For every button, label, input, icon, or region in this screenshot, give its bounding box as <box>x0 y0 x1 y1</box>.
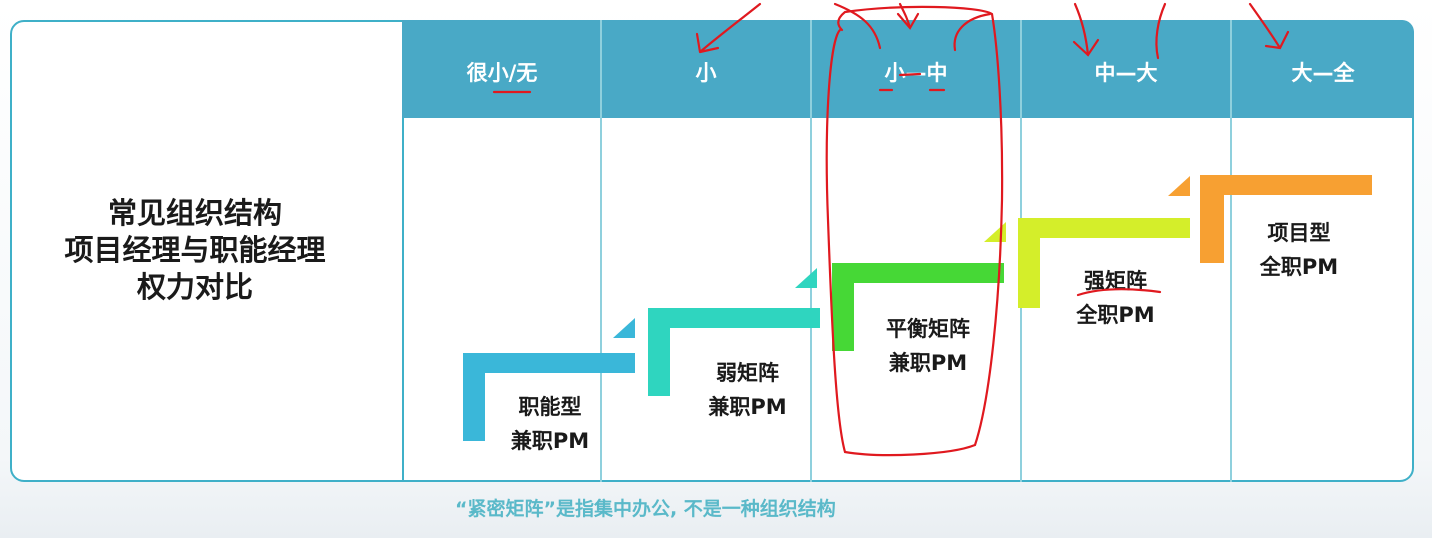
step-arrow-tip <box>795 268 817 288</box>
structure-weak-matrix: 弱矩阵 兼职PM <box>690 356 805 424</box>
step-bar-horizontal <box>648 308 820 328</box>
structure-name: 平衡矩阵 <box>886 317 970 341</box>
diagram-title: 常见组织结构 项目经理与职能经理 权力对比 <box>30 195 360 306</box>
column-header-small: 小 <box>695 61 717 85</box>
header-band <box>402 20 1414 118</box>
column-header-very-small: 很小/无 <box>466 61 538 85</box>
step-bar-vertical <box>1018 218 1040 308</box>
structure-pm: 全职PM <box>1259 255 1339 279</box>
annotation-arrow <box>1248 2 1290 50</box>
annotation-arrow <box>695 2 762 54</box>
column-header-small-medium: 小—中 <box>884 61 948 85</box>
title-line-2: 项目经理与职能经理 <box>64 233 326 267</box>
annotation-underline <box>1076 288 1162 297</box>
column-divider <box>810 20 812 482</box>
structure-name: 职能型 <box>518 395 582 419</box>
column-divider <box>1230 20 1232 482</box>
step-bar-horizontal <box>832 263 1004 283</box>
structure-pm: 全职PM <box>1076 303 1155 327</box>
footnote: “紧密矩阵”是指集中办公, 不是一种组织结构 <box>455 498 836 520</box>
structure-projectized: 项目型 全职PM <box>1240 216 1358 284</box>
step-bar-vertical <box>463 353 485 441</box>
column-divider <box>600 20 602 482</box>
structure-balanced-matrix: 平衡矩阵 兼职PM <box>868 312 988 380</box>
annotation-loop <box>825 5 1004 457</box>
column-header-medium-large: 中—大 <box>1094 61 1158 85</box>
title-line-3: 权力对比 <box>136 270 253 304</box>
title-line-1: 常见组织结构 <box>107 196 282 230</box>
step-bar-vertical <box>1200 175 1224 263</box>
step-arrow-tip <box>613 318 635 338</box>
step-bar-vertical <box>832 263 854 351</box>
power-comparison-table <box>402 20 1414 482</box>
structure-pm: 兼职PM <box>510 429 590 453</box>
annotation-arrow <box>953 12 992 52</box>
structure-pm: 兼职PM <box>708 395 787 419</box>
step-bar-horizontal <box>1018 218 1190 238</box>
step-bar-vertical <box>648 308 670 396</box>
structure-name: 项目型 <box>1267 221 1331 245</box>
structure-functional: 职能型 兼职PM <box>495 390 605 458</box>
annotation-arrow <box>1072 2 1100 57</box>
column-header-large-full: 大—全 <box>1291 61 1355 85</box>
annotation-underline <box>898 72 922 77</box>
structure-pm: 兼职PM <box>888 351 968 375</box>
step-bar-horizontal <box>1200 175 1372 195</box>
step-bar-horizontal <box>463 353 635 373</box>
structure-name: 弱矩阵 <box>716 361 779 385</box>
step-arrow-tip <box>1168 176 1190 196</box>
annotation-arrow <box>1155 2 1167 60</box>
annotation-arrow <box>833 2 882 50</box>
